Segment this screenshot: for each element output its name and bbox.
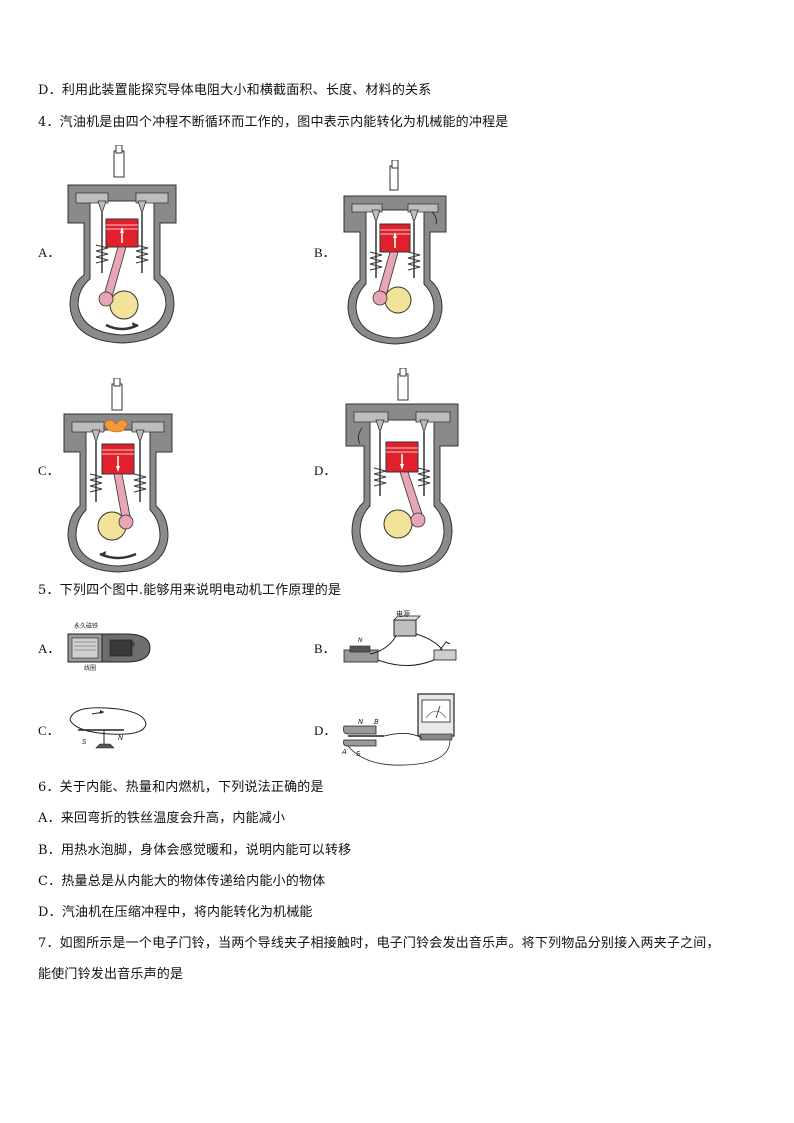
- q5-a-text-coil: 线圈: [84, 664, 96, 672]
- q6-option-c: C．热量总是从内能大的物体传递给内能小的物体: [38, 874, 326, 889]
- engine-body: [343, 160, 447, 345]
- q5-d-text-n: N: [358, 718, 364, 726]
- q5-c-text-s: S: [82, 738, 87, 746]
- engine-figure-d: [345, 368, 459, 573]
- q5-a-text-iron: 铁: [130, 641, 135, 648]
- q5-option-c-label: C．: [38, 723, 60, 738]
- q4-option-d-label: D．: [314, 463, 337, 478]
- engine-body: [63, 378, 173, 573]
- q5-d-text-b: B: [374, 718, 379, 726]
- q6-option-b: B．用热水泡脚，身体会感觉暖和，说明内能可以转移: [38, 843, 352, 858]
- q5-figure-a: 永久磁铁 铁 线圈: [67, 622, 151, 672]
- q5-d-text-a: A: [341, 748, 347, 756]
- q6-stem: 6．关于内能、热量和内燃机，下列说法正确的是: [38, 780, 324, 795]
- q5-c-text-n: N: [118, 734, 124, 742]
- q5-stem: 5．下列四个图中.能够用来说明电动机工作原理的是: [38, 583, 342, 598]
- q4-stem: 4．汽油机是由四个冲程不断循环而工作的，图中表示内能转化为机械能的冲程是: [38, 115, 509, 130]
- engine-body: [67, 145, 177, 344]
- q5-figure-c: S N: [69, 707, 147, 749]
- q5-option-d-label: D．: [314, 723, 337, 738]
- q7-stem-line2: 能使门铃发出音乐声的是: [38, 967, 184, 982]
- q5-b-text-n: N: [358, 637, 363, 644]
- engine-body: [345, 368, 459, 573]
- q4-option-c-label: C．: [38, 463, 60, 478]
- q4-option-b-label: B．: [314, 245, 336, 260]
- engine-figure-c: [63, 378, 173, 573]
- q5-figure-d: N B A S: [341, 693, 455, 766]
- q5-option-b-label: B．: [314, 641, 336, 656]
- q5-option-a-label: A．: [38, 641, 61, 656]
- q5-figure-b: 电源 N: [343, 610, 457, 666]
- q5-b-text-source: 电源: [396, 610, 410, 618]
- q4-option-a-label: A．: [38, 245, 61, 260]
- engine-figure-b: [343, 160, 447, 345]
- q7-stem-line1: 7．如图所示是一个电子门铃，当两个导线夹子相接触时，电子门铃会发出音乐声。将下列…: [38, 936, 720, 951]
- q6-option-a: A．来回弯折的铁丝温度会升高，内能减小: [38, 811, 286, 826]
- q3-option-d: D．利用此装置能探究导体电阻大小和横截面积、长度、材料的关系: [38, 83, 432, 98]
- engine-figure-a: [67, 145, 177, 344]
- q5-d-text-s: S: [356, 750, 361, 758]
- q6-option-d: D．汽油机在压缩冲程中，将内能转化为机械能: [38, 905, 313, 920]
- q5-a-text-magnet: 永久磁铁: [74, 622, 98, 630]
